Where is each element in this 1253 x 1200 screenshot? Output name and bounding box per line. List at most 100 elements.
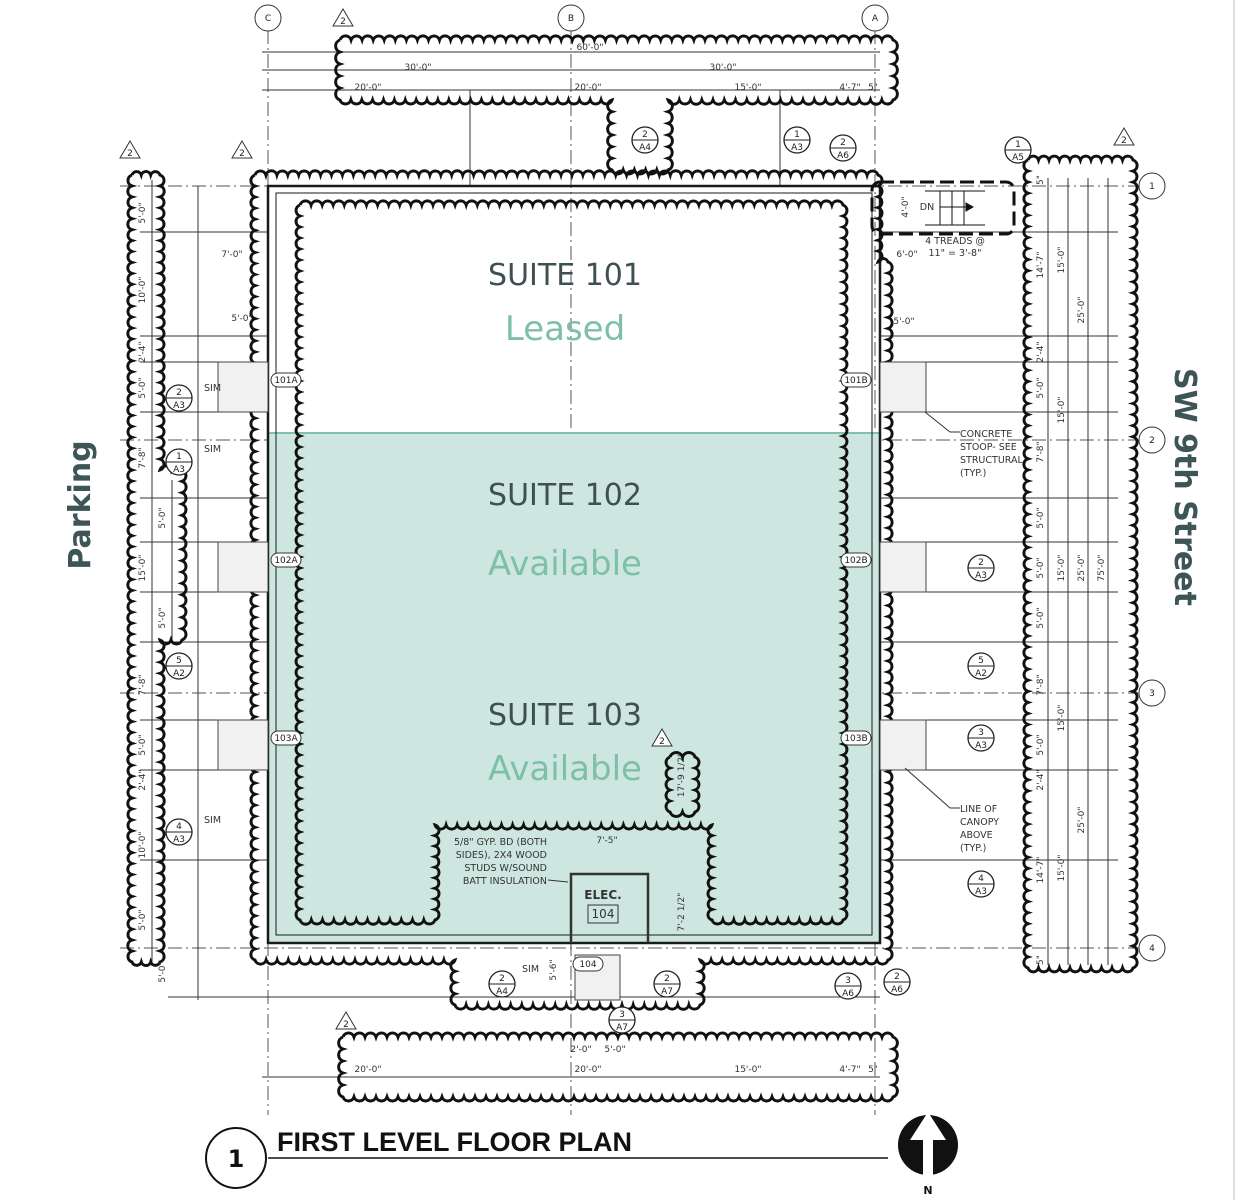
door-tag [270, 730, 302, 746]
section-marker-number: 2 [499, 974, 505, 984]
dimension-label: 5" [868, 83, 878, 93]
section-marker-number: 1 [1015, 140, 1021, 150]
revision-cloud [1022, 154, 1139, 974]
revision-cloud [126, 170, 188, 967]
dimension-label: 5'-0" [231, 314, 252, 324]
dimension-label: 25'-0" [1077, 806, 1087, 833]
section-marker-sheet: A3 [791, 143, 803, 153]
stair-treads-note: 4 TREADS @ [925, 236, 985, 247]
dimension-label: 25'-0" [1077, 554, 1087, 581]
section-marker-sheet: A3 [173, 465, 185, 475]
section-marker-number: 3 [978, 728, 984, 738]
section-marker-number: 1 [176, 452, 182, 462]
partition-note: 5/8" GYP. BD (BOTH [454, 837, 547, 848]
dimension-label: 4'-0" [901, 196, 911, 217]
door-tag [270, 552, 302, 568]
revision-triangle-icon [231, 140, 253, 159]
door-tag [840, 730, 872, 746]
dimension-label: 15'-0" [1057, 854, 1067, 881]
dimension-label: 5'-0" [1036, 557, 1046, 578]
section-marker-number: 5 [176, 656, 182, 666]
dimension-label: 5'-0" [1036, 734, 1046, 755]
suite-101-status: Leased [505, 309, 625, 349]
revision-cloud [337, 1031, 899, 1103]
section-marker-number: 2 [642, 130, 648, 140]
dimension-label: 10'-0" [138, 831, 148, 858]
section-marker-sheet: A3 [975, 887, 987, 897]
dimension-label: 17'-9 1/2" [677, 753, 687, 797]
dimension-label: 14'-7" [1036, 251, 1046, 278]
revision-clouds [126, 34, 1139, 1103]
elec-room-name: ELEC. [584, 888, 621, 902]
parking-label: Parking [63, 440, 98, 569]
stoop-note: STOOP- SEE [960, 442, 1017, 453]
sim-note: SIM [204, 383, 221, 394]
revision-triangle-icon [1113, 127, 1135, 146]
grid-bubble [1138, 679, 1166, 707]
suite-102-status: Available [488, 544, 642, 584]
dimension-label: 5'-0" [138, 909, 148, 930]
suite-101-name: SUITE 101 [488, 258, 642, 293]
grid-bubble-label: B [568, 14, 574, 24]
door-tag-label: 102A [274, 556, 298, 566]
dimension-label: 20'-0" [574, 1065, 601, 1075]
stair [870, 180, 1016, 236]
dimension-label: 20'-0" [354, 83, 381, 93]
dimension-label: 7'-8" [138, 447, 148, 468]
concrete-stoops [217, 361, 927, 1001]
canopy-note: LINE OF [960, 804, 997, 815]
revision-triangle-icon [332, 8, 354, 27]
revision-cloud [294, 199, 849, 926]
sim-note: SIM [204, 444, 221, 455]
section-marker-sheet: A4 [639, 143, 651, 153]
dimension-label: 5'-0" [158, 507, 168, 528]
dimension-label: 20'-0" [574, 83, 601, 93]
dimension-label: 7'-8" [138, 674, 148, 695]
dimension-label: 5" [1036, 955, 1046, 965]
revision-tag: 2 [1121, 136, 1127, 146]
section-marker-number: 3 [845, 976, 851, 986]
section-marker-number: 2 [664, 974, 670, 984]
dimension-label: 2'-0" [570, 1045, 591, 1055]
dimension-label: 15'-0" [1057, 246, 1067, 273]
section-marker-number: 2 [894, 972, 900, 982]
section-marker-number: 2 [978, 558, 984, 568]
section-marker-number: 1 [794, 130, 800, 140]
dimension-label: 5'-0" [604, 1045, 625, 1055]
dimension-label: 2'-4" [1036, 341, 1046, 362]
dimension-label: 5'-0" [158, 607, 168, 628]
grid-bubble-label: C [265, 14, 271, 24]
dimension-label: 60'-0" [576, 43, 603, 53]
dimension-label: 5'-0" [893, 317, 914, 327]
sim-note: SIM [204, 815, 221, 826]
dimension-label: 25'-0" [1077, 296, 1087, 323]
dimension-label: 5'-0" [1036, 607, 1046, 628]
dimension-label: 7'-2 1/2" [677, 893, 687, 932]
suite-102-name: SUITE 102 [488, 478, 642, 513]
grid-bubble [1138, 934, 1166, 962]
dimension-label: 30'-0" [404, 63, 431, 73]
section-marker-number: 2 [840, 138, 846, 148]
revision-triangle-icon [119, 140, 141, 159]
section-marker-sheet: A3 [173, 835, 185, 845]
grid-bubble [1138, 426, 1166, 454]
door-tag-label: 103B [844, 734, 867, 744]
section-marker-sheet: A3 [173, 401, 185, 411]
north-label: N [923, 1184, 932, 1197]
dimension-label: 15'-0" [734, 83, 761, 93]
dimension-label: 5" [868, 1065, 878, 1075]
drawing-number: 1 [228, 1145, 245, 1173]
dimension-label: 5'-0" [138, 377, 148, 398]
dimension-label: 15'-0" [1057, 396, 1067, 423]
revision-cloud [334, 34, 899, 176]
dimension-label: 15'-0" [1057, 554, 1067, 581]
canopy-note: (TYP.) [960, 843, 986, 854]
dimension-label: 7'-8" [1036, 674, 1046, 695]
section-marker-sheet: A7 [616, 1023, 628, 1033]
section-marker-sheet: A5 [1012, 153, 1024, 163]
section-marker-sheet: A6 [837, 151, 849, 161]
revision-tag: 2 [239, 149, 245, 159]
elec-room [569, 872, 650, 943]
dimension-label: 6'-0" [896, 250, 917, 260]
